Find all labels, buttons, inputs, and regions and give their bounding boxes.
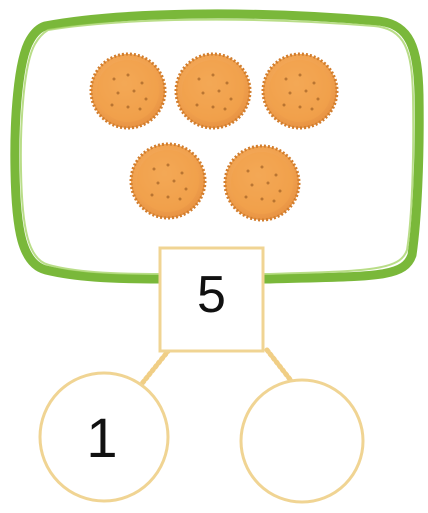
cookie-5	[225, 146, 299, 220]
connector-left	[140, 350, 169, 386]
green-frame	[15, 14, 419, 279]
cookie-group-frame	[15, 14, 419, 279]
whole-box: 5	[160, 248, 263, 351]
cookie-1	[91, 54, 165, 128]
cookie-row	[91, 54, 337, 220]
cookie-2	[176, 54, 250, 128]
cookie-4	[131, 144, 205, 218]
connector-lines	[140, 350, 296, 387]
part-right-circle[interactable]	[241, 380, 363, 502]
part-left-value: 1	[86, 406, 117, 469]
part-right-frame[interactable]	[241, 380, 363, 502]
part-left-circle[interactable]: 1	[40, 373, 168, 501]
cookie-3	[263, 54, 337, 128]
whole-value: 5	[197, 266, 226, 324]
